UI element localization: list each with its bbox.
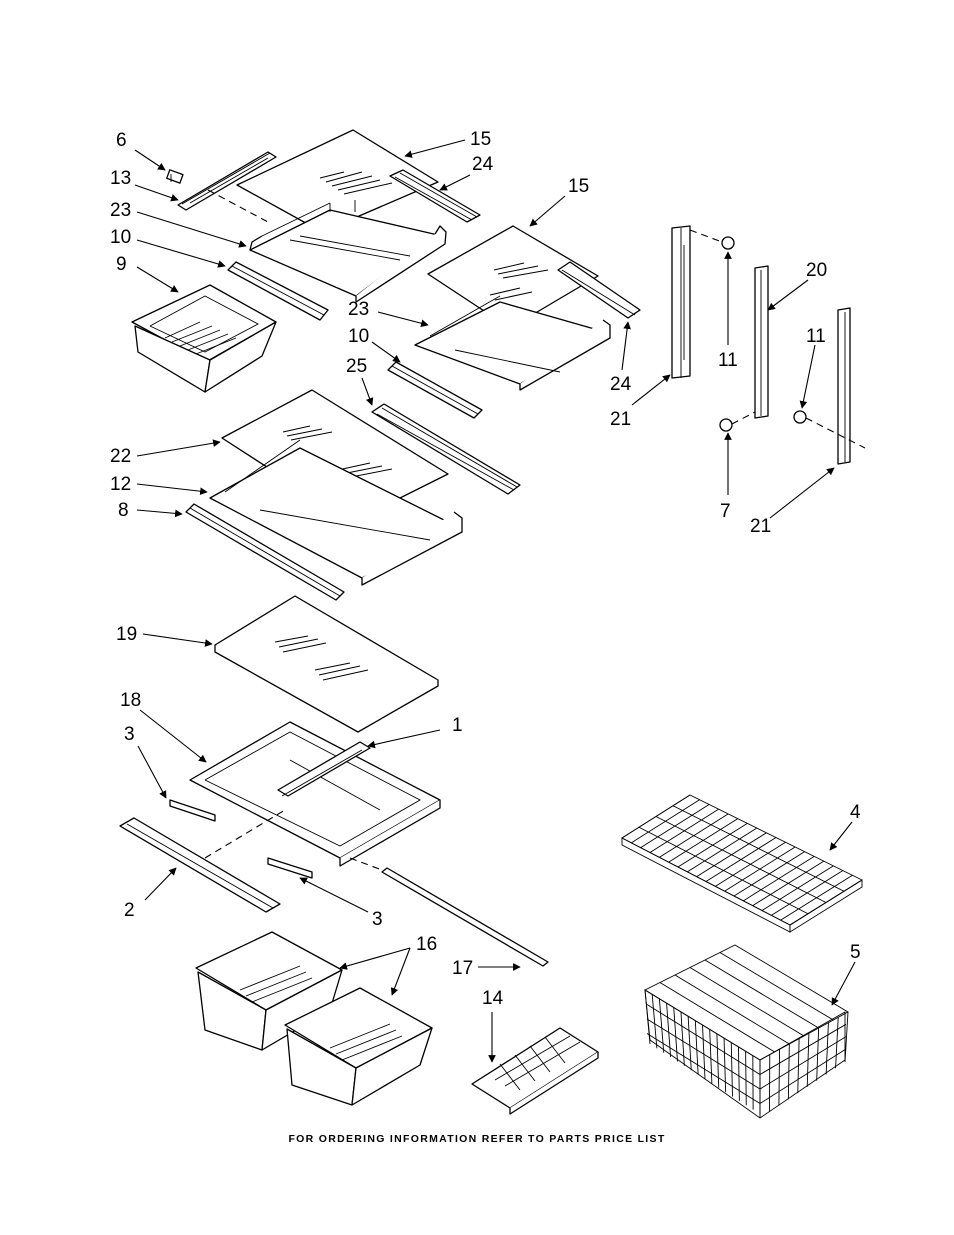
callout-23-mid: 23 [348,299,369,320]
ordering-info-note: FOR ORDERING INFORMATION REFER TO PARTS … [288,1133,666,1145]
callout-8: 8 [118,500,129,521]
callout-15-top: 15 [470,129,491,150]
callout-5: 5 [850,942,861,963]
callout-19: 19 [116,624,137,645]
callout-3-right: 3 [372,909,383,930]
callout-13: 13 [110,168,131,189]
callout-20: 20 [806,260,827,281]
callout-9: 9 [116,254,127,275]
callout-1: 1 [452,715,463,736]
callout-24-top: 24 [472,154,494,175]
callout-6: 6 [116,130,127,151]
callout-21-right: 21 [750,516,771,537]
rail-24-mid [557,261,641,319]
glass-shelf-15-top [236,129,439,233]
rail-25 [371,403,521,495]
callout-10-mid: 10 [348,326,369,347]
glass-shelf-19 [214,595,439,733]
callout-10-top: 10 [110,227,131,248]
crisper-drawer-16-right [284,987,433,1106]
upright-20 [754,265,769,419]
crisper-drawer-9 [131,284,277,393]
wire-basket-5 [644,944,849,1119]
callout-23-top: 23 [110,200,131,221]
screw-7 [719,418,733,432]
screw-6 [166,169,184,184]
trim-2 [119,817,281,913]
callout-4: 4 [850,802,861,823]
leader-lines [134,139,856,1063]
callout-labels: 6 13 23 10 9 15 24 15 23 10 25 24 22 12 … [110,129,861,1009]
rail-24-top [389,169,481,223]
upright-21-right [837,307,851,465]
trim-10-mid [387,361,483,419]
glass-shelf-15-mid [427,225,599,329]
callout-12: 12 [110,474,131,495]
callout-16: 16 [416,934,437,955]
screw-11-upper [721,236,735,250]
rod-17 [381,867,549,967]
ice-tray-14 [471,1027,599,1115]
callout-14: 14 [482,988,504,1009]
callout-7: 7 [720,501,731,522]
callout-15-mid: 15 [568,176,589,197]
callout-11-lower: 11 [806,326,826,347]
slide-13 [177,151,277,211]
shelf-frame-23-top [249,200,447,303]
trim-10-top [227,261,329,321]
callout-21-left: 21 [610,409,631,430]
trim-8 [185,503,345,601]
callout-17: 17 [452,958,473,979]
wire-shelf-4 [621,794,863,933]
crisper-drawer-16-left [195,931,343,1051]
callout-24-mid: 24 [610,374,632,395]
callout-11-upper: 11 [718,350,738,371]
clip-3-left [169,799,216,822]
screw-11-lower [793,410,807,424]
callout-3-left: 3 [124,724,135,745]
callout-2: 2 [124,900,135,921]
shelf-frame-12 [209,439,463,586]
callout-25: 25 [346,356,367,377]
callout-22: 22 [110,446,131,467]
clip-3-right [267,857,313,879]
crisper-frame-18 [189,721,441,867]
callout-18: 18 [120,690,141,711]
shelf-frame-23-mid [414,295,611,391]
upright-21-left [671,225,691,379]
